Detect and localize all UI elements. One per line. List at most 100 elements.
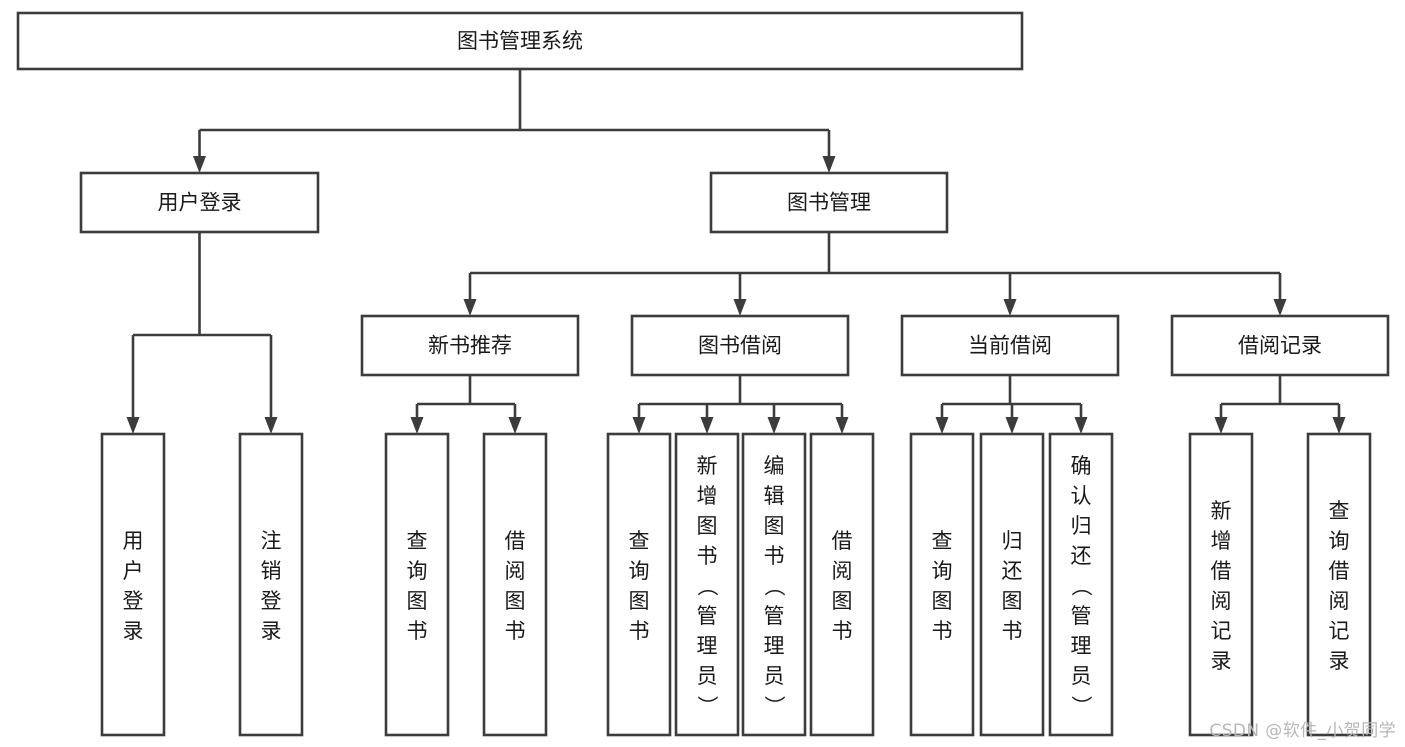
node-label-char: 图: [1002, 589, 1023, 613]
node-box[interactable]: [606, 432, 672, 737]
node-label-char: 询: [932, 559, 953, 583]
arrow-head-icon: [1003, 299, 1017, 316]
node-label-char: 录: [1329, 649, 1350, 673]
node-layer: 图书管理系统用户登录图书管理新书推荐图书借阅当前借阅借阅记录用户登录注销登录查询…: [16, 11, 1390, 737]
node-label-char: 登: [123, 589, 144, 613]
node-label: 图书管理系统: [457, 29, 583, 53]
node-box[interactable]: [79, 171, 320, 234]
node-label-char: 管: [697, 604, 718, 628]
node-box[interactable]: [674, 432, 740, 737]
connector-group-l2_1: [463, 232, 1287, 316]
node-label-char: 阅: [832, 559, 853, 583]
node-label-char: 编: [764, 454, 785, 478]
node-box[interactable]: [482, 432, 548, 737]
node-box[interactable]: [1188, 432, 1254, 737]
arrow-head-icon: [935, 417, 949, 434]
arrow-head-icon: [126, 417, 140, 434]
node-label-char: 借: [1329, 559, 1350, 583]
node-label-char: 销: [261, 559, 282, 583]
node-label-char: 管: [764, 604, 785, 628]
node-box[interactable]: [100, 432, 166, 737]
node-box[interactable]: [238, 432, 304, 737]
node-label-char: 图: [932, 589, 953, 613]
node-leaf_0[interactable]: 用户登录: [100, 432, 166, 737]
node-label-char: 查: [932, 529, 953, 553]
node-label: 用户登录: [158, 191, 242, 215]
arrow-head-icon: [1074, 417, 1088, 434]
arrow-head-icon: [193, 156, 206, 173]
node-label-char: 还: [1071, 544, 1092, 568]
node-label-char: 书: [629, 619, 650, 643]
node-box[interactable]: [630, 314, 850, 377]
node-label: 图书借阅: [698, 334, 782, 358]
node-root[interactable]: 图书管理系统: [16, 11, 1024, 71]
node-label-char: 书: [764, 544, 785, 568]
node-l2_0[interactable]: 用户登录: [79, 171, 320, 234]
node-box[interactable]: [909, 432, 975, 737]
node-label-char: 登: [261, 589, 282, 613]
node-label-char: 图: [697, 514, 718, 538]
node-label-char: 员: [697, 664, 718, 688]
node-l3_2[interactable]: 当前借阅: [900, 314, 1120, 377]
node-l2_1[interactable]: 图书管理: [709, 171, 949, 234]
node-label-char: 录: [1211, 649, 1232, 673]
node-label-char: 还: [1002, 559, 1023, 583]
node-box[interactable]: [16, 11, 1024, 71]
node-box[interactable]: [1048, 432, 1114, 737]
node-label-char: 书: [505, 619, 526, 643]
node-label-char: 确: [1071, 454, 1092, 478]
node-box[interactable]: [979, 432, 1045, 737]
connector-group-root: [193, 69, 836, 173]
node-label-char: 询: [1329, 529, 1350, 553]
node-label-char: 书: [697, 544, 718, 568]
node-label-char: ）: [762, 695, 786, 716]
node-box[interactable]: [709, 171, 949, 234]
node-label-char: （: [762, 575, 786, 596]
node-box[interactable]: [1306, 432, 1372, 737]
arrow-head-icon: [835, 417, 849, 434]
arrow-head-icon: [822, 156, 836, 173]
node-box[interactable]: [384, 432, 450, 737]
node-label-char: 辑: [764, 484, 785, 508]
node-label-char: 用: [123, 529, 144, 553]
arrow-head-icon: [410, 417, 424, 434]
node-box[interactable]: [1170, 314, 1390, 377]
arrow-head-icon: [1332, 417, 1346, 434]
node-l3_0[interactable]: 新书推荐: [360, 314, 580, 377]
arrow-head-icon: [1214, 417, 1228, 434]
node-label-char: ）: [1069, 695, 1093, 716]
node-label-char: 查: [407, 529, 428, 553]
node-l3_3[interactable]: 借阅记录: [1170, 314, 1390, 377]
arrow-head-icon: [632, 417, 646, 434]
node-label-char: 增: [697, 484, 718, 508]
node-label-char: 借: [832, 529, 853, 553]
node-label-char: 图: [505, 589, 526, 613]
node-label-char: 注: [261, 529, 282, 553]
node-l3_1[interactable]: 图书借阅: [630, 314, 850, 377]
node-box[interactable]: [809, 432, 875, 737]
node-label-char: 归: [1002, 529, 1023, 553]
node-label-char: 记: [1211, 619, 1232, 643]
node-label-char: 书: [407, 619, 428, 643]
node-label-char: 书: [1002, 619, 1023, 643]
node-label-char: 新: [697, 454, 718, 478]
node-label-char: 理: [764, 634, 785, 658]
node-box[interactable]: [900, 314, 1120, 377]
node-box[interactable]: [741, 432, 807, 737]
node-box[interactable]: [360, 314, 580, 377]
connector-group-l3_1: [632, 375, 849, 434]
node-label-char: 书: [832, 619, 853, 643]
arrow-head-icon: [700, 417, 714, 434]
